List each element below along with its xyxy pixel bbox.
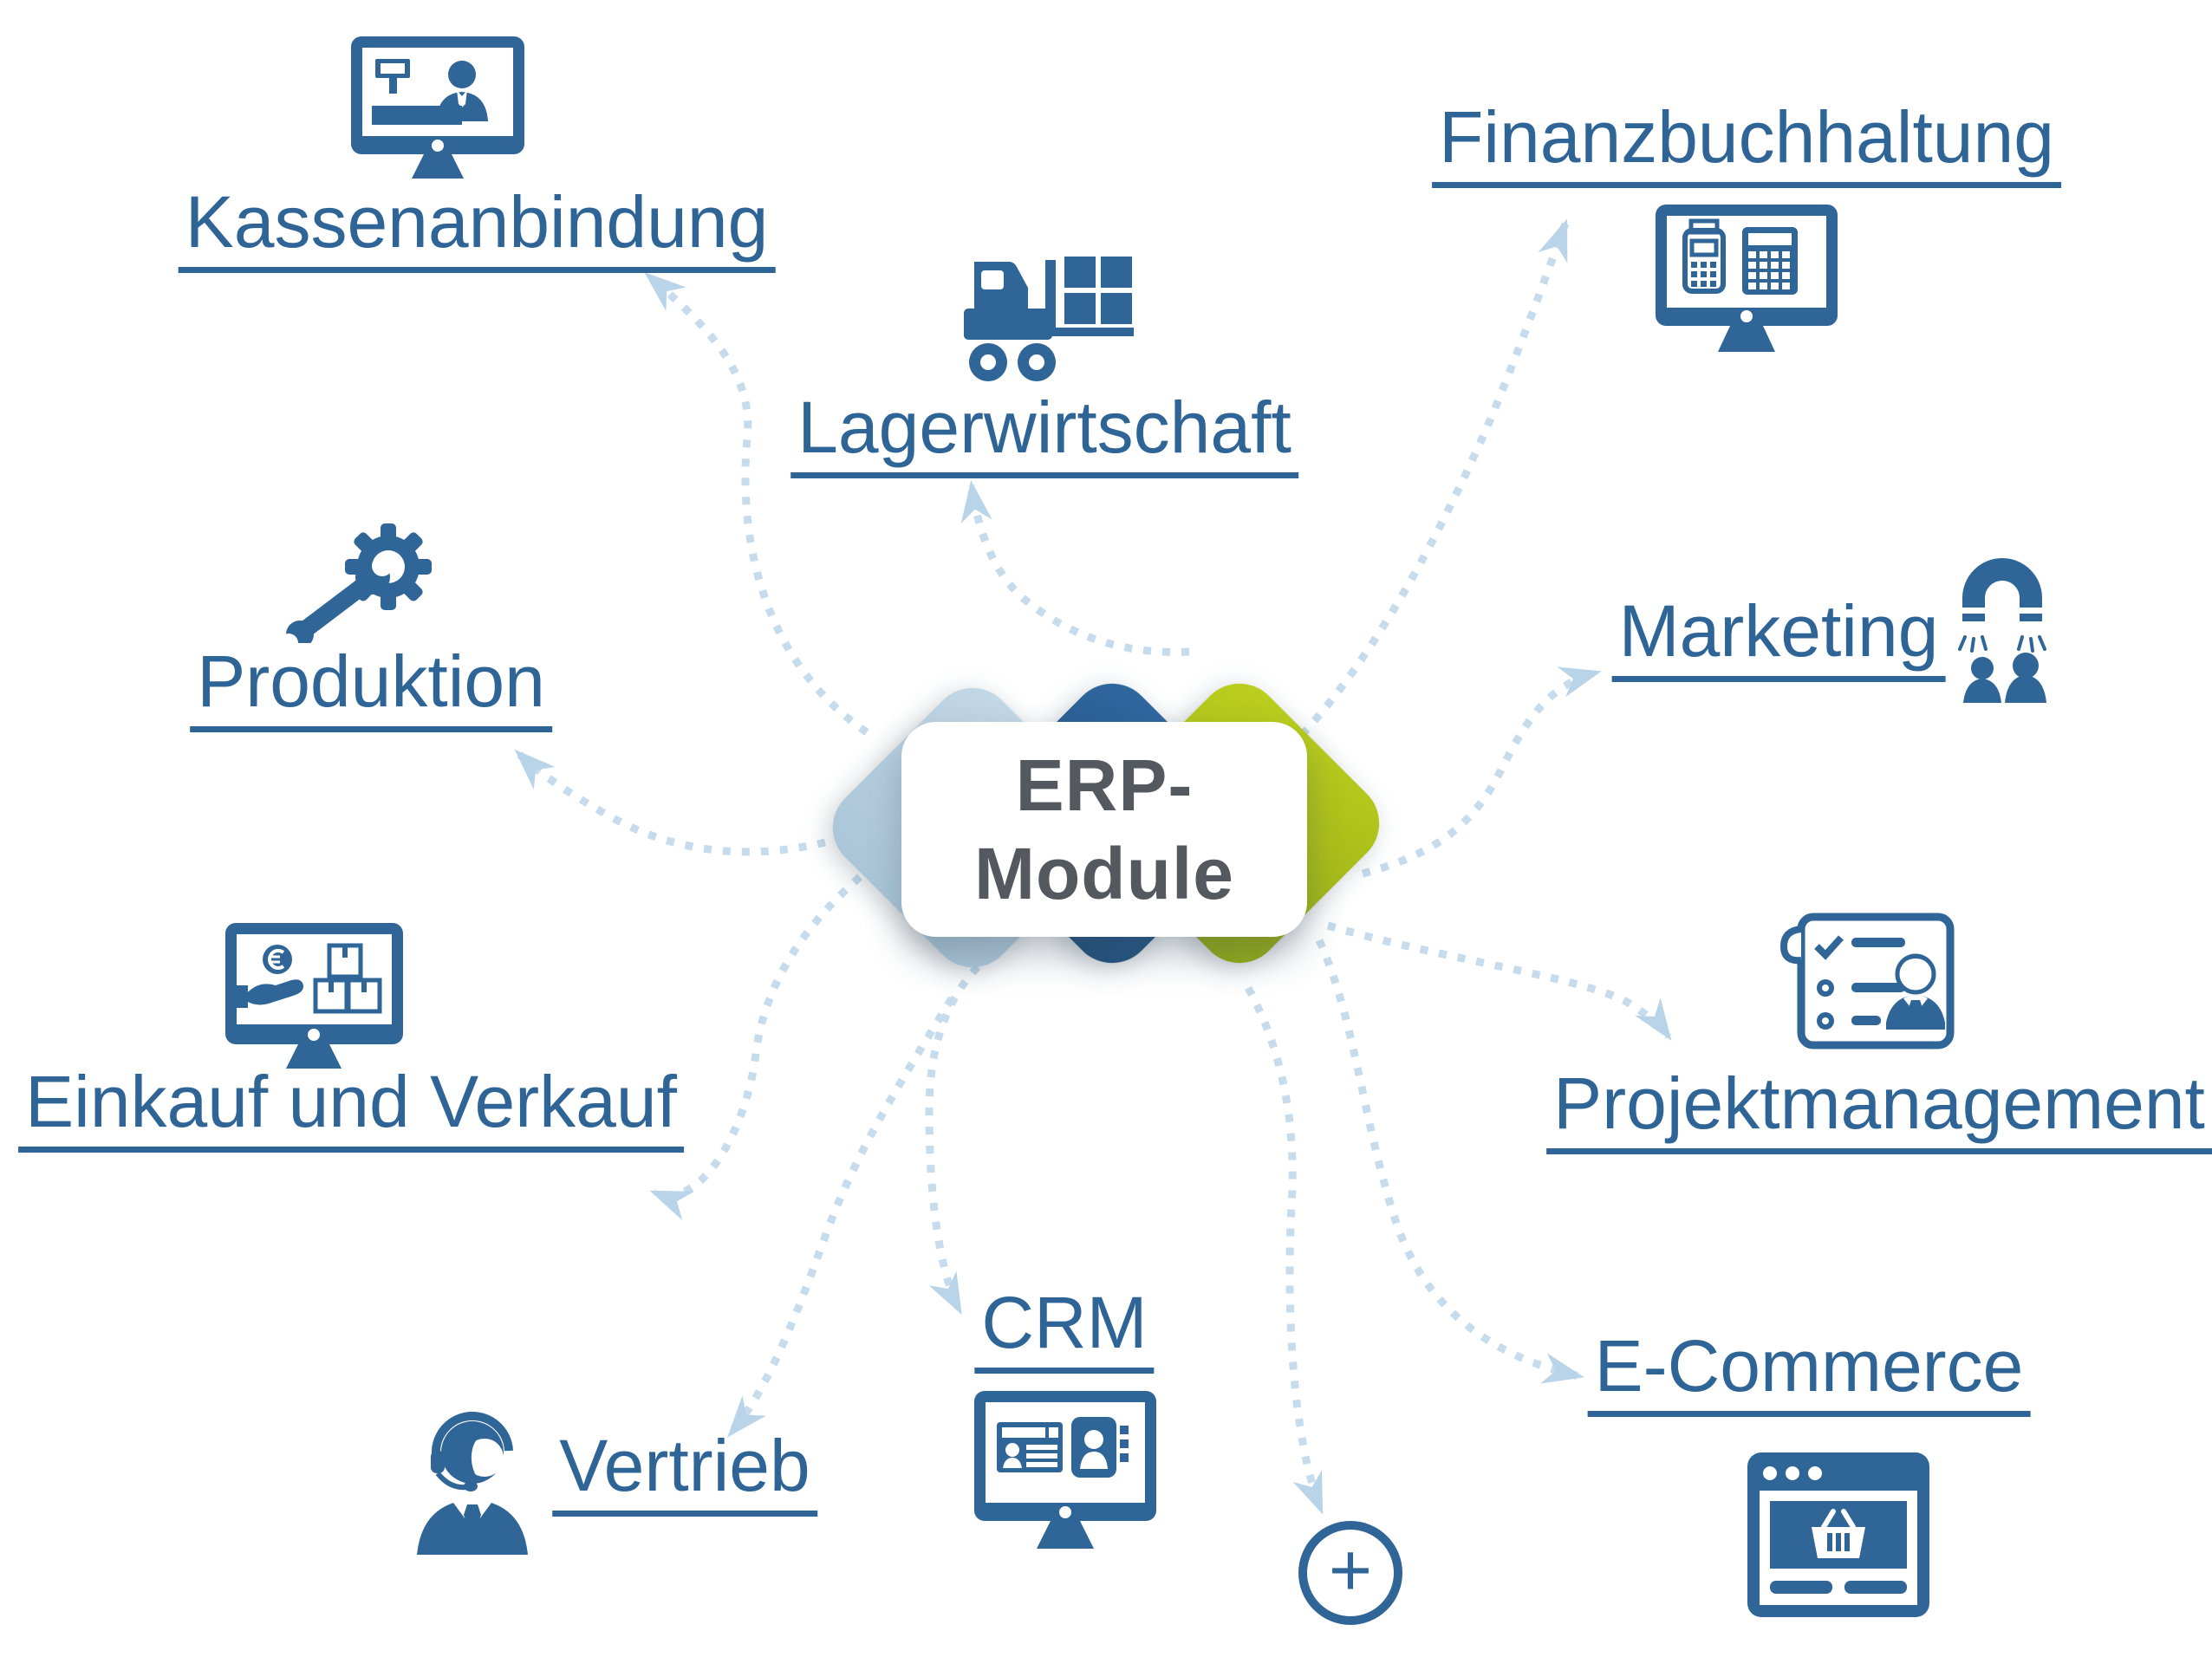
module-label-vertrieb[interactable]: Vertrieb xyxy=(552,1429,817,1517)
center-title-line1: ERP- xyxy=(1015,744,1194,826)
arrow-to-lagerwirtschaft xyxy=(960,480,1190,656)
add-module-button[interactable]: + xyxy=(1298,1521,1402,1625)
arrow-to-projektmanagement xyxy=(1326,921,1672,1041)
arrow-to-marketing xyxy=(1361,666,1602,878)
add-module-label: + xyxy=(1328,1529,1373,1612)
purchase-sale-monitor-icon xyxy=(225,923,403,1075)
arrow-to-einkauf xyxy=(649,874,862,1221)
arrow-to-vertrieb xyxy=(727,996,955,1438)
module-label-einkauf-und-verkauf[interactable]: Einkauf und Verkauf xyxy=(18,1065,684,1153)
module-label-ecommerce[interactable]: E-Commerce xyxy=(1587,1329,2031,1417)
arrow-to-crm xyxy=(925,939,1010,1316)
magnet-customers-icon xyxy=(1955,550,2050,715)
center-title-line2: Module xyxy=(974,833,1234,914)
gear-wrench-icon xyxy=(284,513,458,643)
module-label-crm[interactable]: CRM xyxy=(974,1286,1155,1374)
arrow-to-add-module xyxy=(1245,985,1325,1515)
arrow-to-finanzbuchhaltung xyxy=(1298,218,1570,738)
module-label-lagerwirtschaft[interactable]: Lagerwirtschaft xyxy=(790,391,1298,478)
module-label-projektmanagement[interactable]: Projektmanagement xyxy=(1546,1067,2212,1154)
online-shop-icon xyxy=(1747,1452,1929,1630)
module-label-marketing[interactable]: Marketing xyxy=(1611,595,1946,682)
arrow-to-kassenanbindung xyxy=(644,272,869,736)
forklift-icon xyxy=(952,250,1134,388)
center-node: ERP- Module xyxy=(901,722,1307,937)
module-label-kassenanbindung[interactable]: Kassenanbindung xyxy=(178,185,776,273)
arrow-to-produktion xyxy=(514,749,827,856)
module-label-produktion[interactable]: Produktion xyxy=(190,645,552,732)
project-plan-icon xyxy=(1777,908,1959,1056)
support-agent-icon xyxy=(412,1406,542,1562)
module-label-finanzbuchhaltung[interactable]: Finanzbuchhaltung xyxy=(1432,101,2061,188)
contact-card-monitor-icon xyxy=(974,1391,1156,1560)
cashier-monitor-icon xyxy=(351,36,524,184)
arrow-to-ecommerce xyxy=(1315,939,1584,1384)
terminal-calculator-monitor-icon xyxy=(1656,205,1838,361)
